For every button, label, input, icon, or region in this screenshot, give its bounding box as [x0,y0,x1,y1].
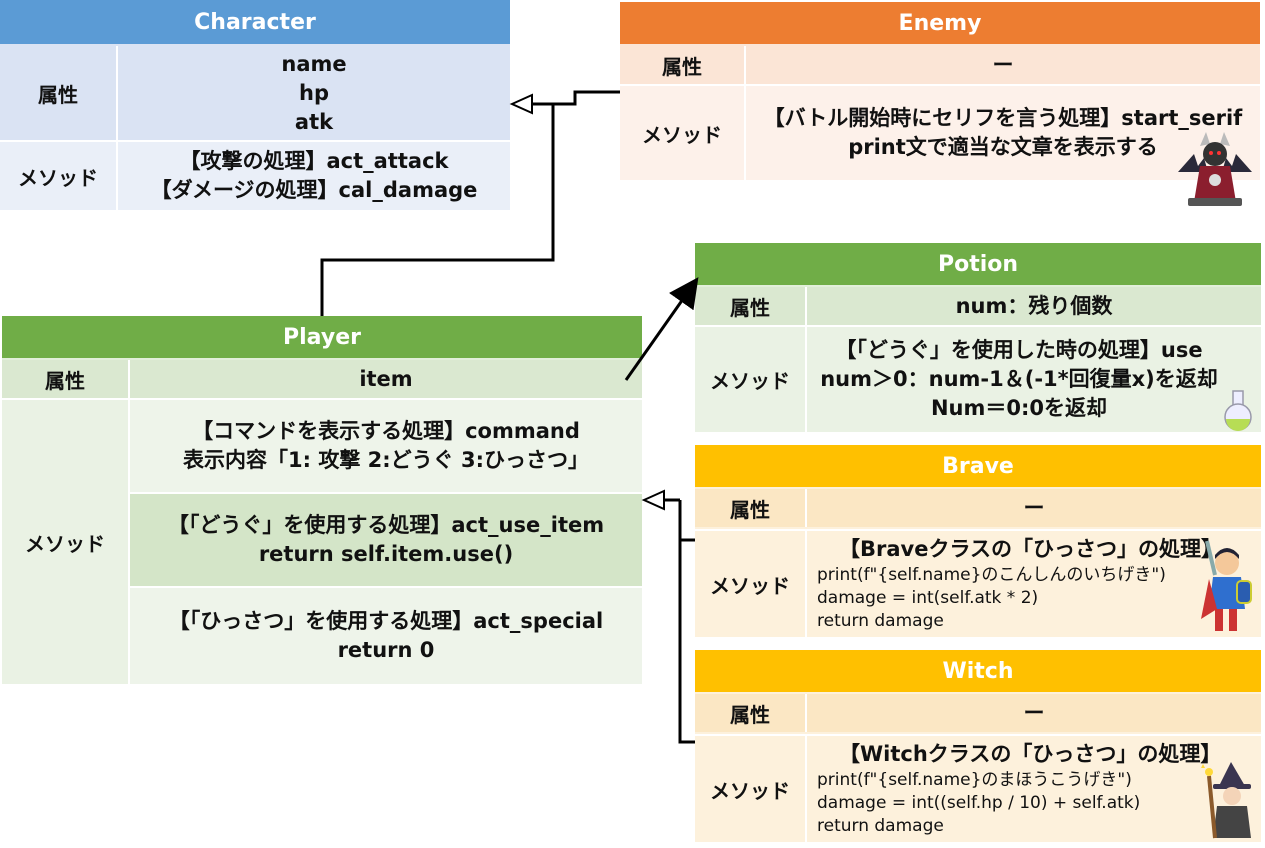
player-class: Player 属性 item メソッド 【コマンドを表示する処理】command… [2,316,642,684]
character-title: Character [0,0,510,44]
potion-method-row: メソッド 【「どうぐ」を使用した時の処理】use num＞0：num-1＆(-1… [695,325,1261,432]
player-method-row: メソッド 【コマンドを表示する処理】command 表示内容「1: 攻撃 2:ど… [2,398,642,684]
potion-attr-row: 属性 num：残り個数 [695,287,1261,325]
attr-atk: atk [294,109,334,134]
character-attrs: name hp atk [118,46,510,140]
enemy-attr: ー [992,52,1014,77]
potion-class: Potion 属性 num：残り個数 メソッド 【「どうぐ」を使用した時の処理】… [695,243,1261,432]
demon-king-icon [1178,132,1252,206]
return-zero: return 0 [337,638,435,662]
brave-class: Brave 属性 ー メソッド 【Braveクラスの「ひっさつ」の処理】 pri… [695,445,1261,637]
witch-attr: ー [1023,700,1045,725]
character-method-row: メソッド 【攻撃の処理】act_attack 【ダメージの処理】cal_dama… [0,140,510,210]
potion-attr: num：残り個数 [955,293,1113,318]
witch-method-title: 【Witchクラスの「ひっさつ」の処理】 [839,742,1222,766]
witch-class: Witch 属性 ー メソッド 【Witchクラスの「ひっさつ」の処理】 pri… [695,650,1261,842]
method-cal-damage: 【ダメージの処理】cal_damage [150,178,478,202]
enemy-inherits-character [509,90,620,115]
enemy-attr-row: 属性 ー [620,46,1260,84]
use-rule-positive: num＞0：num-1＆(-1*回復量x)を返却 [820,367,1218,391]
player-method-command: 【コマンドを表示する処理】command 表示内容「1: 攻撃 2:どうぐ 3:… [130,400,642,492]
attr-name: name [281,51,347,76]
method-use: 【「どうぐ」を使用した時の処理】use [835,338,1203,362]
brave-attr: ー [1023,495,1045,520]
method-print-note: print文で適当な文章を表示する [848,135,1158,159]
witch-code-line: return damage [817,816,944,836]
attr-hp: hp [299,80,329,105]
return-item-use: return self.item.use() [258,542,514,566]
potion-flask-icon [1224,390,1252,431]
potion-title: Potion [695,243,1261,285]
witch-title: Witch [695,650,1261,692]
method-label: メソッド [0,142,118,210]
character-attr-row: 属性 name hp atk [0,46,510,140]
attr-label: 属性 [695,287,807,325]
witch-code-line: damage = int((self.hp / 10) + self.atk) [817,793,1141,813]
method-act-special: 【「ひっさつ」を使用する処理】act_special [168,609,604,633]
method-label: メソッド [620,86,746,180]
attr-label: 属性 [2,360,130,398]
witch-method-body: 【Witchクラスの「ひっさつ」の処理】 print(f"{self.name}… [807,736,1261,842]
brave-method-row: メソッド 【Braveクラスの「ひっさつ」の処理】 print(f"{self.… [695,529,1261,637]
method-label: メソッド [695,531,807,637]
witch-icon [1201,762,1251,839]
brave-attr-row: 属性 ー [695,489,1261,527]
brave-code-line: print(f"{self.name}のこんしんのいちげき") [817,565,1166,585]
attr-label: 属性 [0,46,118,140]
brave-code-line: return damage [817,611,944,631]
player-method-use-item: 【「どうぐ」を使用する処理】act_use_item return self.i… [130,492,642,586]
brave-method-body: 【Braveクラスの「ひっさつ」の処理】 print(f"{self.name}… [807,531,1261,637]
enemy-title: Enemy [620,2,1260,44]
method-label: メソッド [2,400,130,684]
enemy-class: Enemy 属性 ー メソッド 【バトル開始時にセリフを言う処理】start_s… [620,2,1260,206]
player-method-special: 【「ひっさつ」を使用する処理】act_special return 0 [130,586,642,684]
method-act-use-item: 【「どうぐ」を使用する処理】act_use_item [167,513,605,537]
method-start-serif: 【バトル開始時にセリフを言う処理】start_serif [763,106,1243,130]
command-display: 表示内容「1: 攻撃 2:どうぐ 3:ひっさつ」 [183,448,589,472]
use-rule-zero: Num＝0:0を返却 [930,396,1108,420]
method-act-attack: 【攻撃の処理】act_attack [179,149,449,173]
character-class: Character 属性 name hp atk メソッド 【攻撃の処理】act… [0,0,510,210]
player-attr-row: 属性 item [2,360,642,398]
witch-method-row: メソッド 【Witchクラスの「ひっさつ」の処理】 print(f"{self.… [695,734,1261,842]
method-command: 【コマンドを表示する処理】command [192,419,580,443]
enemy-method-row: メソッド 【バトル開始時にセリフを言う処理】start_serif print文… [620,84,1260,180]
player-uses-potion-arrow [624,277,699,381]
brave-witch-inherit-player [641,489,695,744]
player-attr: item [359,366,413,391]
attr-label: 属性 [695,489,807,527]
method-label: メソッド [695,327,807,432]
player-inherits-character [320,104,555,316]
attr-label: 属性 [695,694,807,732]
character-methods: 【攻撃の処理】act_attack 【ダメージの処理】cal_damage [118,142,510,210]
method-label: メソッド [695,736,807,842]
witch-code-line: print(f"{self.name}のまほうこうげき") [817,770,1132,790]
enemy-methods: 【バトル開始時にセリフを言う処理】start_serif print文で適当な文… [746,86,1260,180]
attr-label: 属性 [620,46,746,84]
witch-attr-row: 属性 ー [695,694,1261,732]
brave-code-line: damage = int(self.atk * 2) [817,588,1039,608]
potion-methods: 【「どうぐ」を使用した時の処理】use num＞0：num-1＆(-1*回復量x… [807,327,1261,432]
brave-method-title: 【Braveクラスの「ひっさつ」の処理】 [839,537,1223,561]
brave-title: Brave [695,445,1261,487]
hero-icon [1201,540,1252,631]
player-title: Player [2,316,642,358]
